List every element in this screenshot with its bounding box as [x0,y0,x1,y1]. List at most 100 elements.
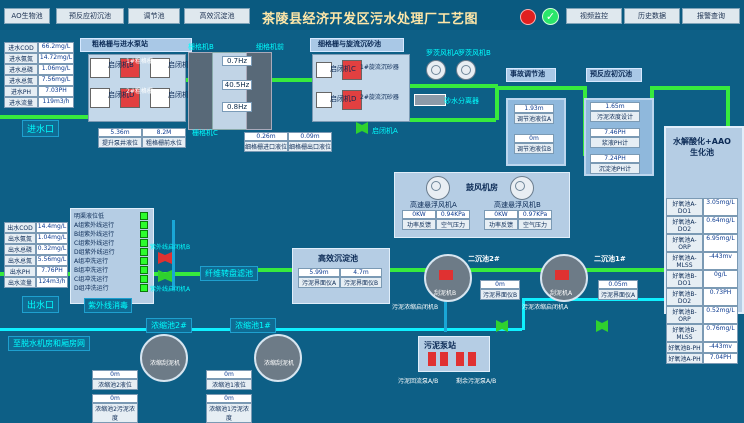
thickener-1[interactable] [254,334,302,382]
thickener-2[interactable] [140,334,188,382]
pump-icon[interactable] [456,352,464,366]
tab-alarm[interactable]: 报警查询 [682,8,740,24]
outlet-tag: 出水总磷 [4,244,36,255]
tab-history[interactable]: 历史数据 [624,8,680,24]
pump-icon[interactable] [150,88,170,108]
adjust-metrics: 1.93m 调节池液位A 0m 调节池液位B [514,104,554,154]
fine-grid-title: 细格栅与旋流沉砂池 [318,40,381,48]
metric-label: 污泥浓度设计 [590,111,640,122]
uv-valve-icon[interactable] [158,270,172,284]
ok-icon[interactable]: ✓ [542,8,559,25]
metric-value: 0m [514,134,554,143]
pump-icon[interactable] [150,58,170,78]
uv-status: C组冲洗运行 [74,276,109,283]
status-dot [140,248,148,256]
uv-status: A组冲洗运行 [74,258,109,265]
fan-icon[interactable] [426,60,446,80]
metric-value: 5.99m [298,268,340,277]
pump-icon[interactable] [90,88,110,108]
sand-icon[interactable] [342,90,362,110]
pump-label: 启闭机B [108,61,134,69]
tab-pre-react[interactable]: 预反应初沉池 [56,8,124,24]
pump-icon[interactable] [428,352,436,366]
metric-label: 提升泵井液位 [98,137,142,148]
valve-icon[interactable] [496,320,508,334]
alarm-icon[interactable] [520,9,536,25]
reuse-pipe-v [522,298,525,330]
sludge-pump-label: 污泥回流泵A/B [398,378,439,385]
grid-icon[interactable] [120,88,140,108]
grid-machine[interactable] [188,52,214,130]
grid-icon[interactable] [120,58,140,78]
metric-label: 细格栅出口液位 [288,141,332,152]
metric-value: 6.95mg/L [702,234,738,252]
metric-value: 0.97KPa [518,210,552,219]
metric-value: 0.76mg/L [702,324,738,342]
metric-label: 好氧池B-DO2 [666,288,703,306]
pipe-top [495,86,585,90]
metric-label: 好氧池B-ORP [666,306,703,324]
outlet-tag: 出水PH [4,266,36,277]
uv-status: 明渠液位低 [74,213,105,220]
sludge-pipe [444,292,447,332]
pump-icon[interactable] [90,58,110,78]
status-dot [140,221,148,229]
machine-label: 栅格机C [192,129,218,137]
sludge-pump-label: 剩余污泥泵A/B [456,378,497,385]
metric-label: 污泥界面仪B [340,277,382,288]
thick2-metrics: 0m 浓缩池2液位 0m 浓缩池2污泥浓度 [92,370,138,423]
uv-valve-label: 紫外线启闭机B [150,244,191,251]
metric-label: 好氧池A-DO2 [666,216,703,234]
pump-icon[interactable] [316,92,332,108]
thick1-metrics: 0m 浓缩池1液位 0m 浓缩池1污泥浓度 [206,370,252,423]
pipe-fine [246,78,312,82]
pump-icon[interactable] [316,62,332,78]
metric-value: 0.64mg/L [702,216,738,234]
tab-hep[interactable]: 高效沉淀池 [184,8,250,24]
pump-icon[interactable] [440,352,448,366]
tab-video[interactable]: 视频监控 [566,8,622,24]
blower-icon[interactable] [510,176,534,200]
outlet-value: 124m3/h [36,277,68,288]
metric-value: 7.04PH [702,353,738,364]
metric-label: 好氧池A-ORP [666,234,703,252]
freq-value: 0.7Hz [222,56,252,66]
uv-status: C组紫外线运行 [74,240,115,247]
pump-label: 启闭机C [168,91,194,99]
sluice-icon[interactable] [356,122,368,136]
metric-value: 7.24PH [590,154,640,163]
bridge-label: 刮泥机B [434,290,457,297]
status-dot [140,212,148,220]
pre-react-header [586,68,642,82]
sludge-pump-title: 污泥泵站 [424,341,456,350]
metric-value: 0m [92,394,138,403]
tab-ao[interactable]: AO生物池 [4,8,50,24]
tab-adjust[interactable]: 调节池 [128,8,180,24]
sand-icon[interactable] [342,60,362,80]
fan-icon[interactable] [456,60,476,80]
inlet-value: 66.2mg/L [38,42,74,53]
metric-value: -443mv [702,252,738,270]
inlet-tag: 进水COD [4,42,38,53]
valve-icon[interactable] [596,320,608,334]
sand-separator-icon[interactable] [414,94,446,106]
sand-separator-label: 砂水分离器 [444,97,479,105]
metric-value: 0.73PH [702,288,738,306]
pump-label: 启闭机D [330,95,357,103]
grid-label: 2#粗格栅 [126,88,153,95]
metric-label: 污泥界面仪A [598,289,638,300]
blower-icon[interactable] [426,176,450,200]
metric-value: 0KW [402,210,436,219]
reuse-pipe-h [522,298,667,301]
metric-value: -443mv [702,342,738,353]
fan-label: 罗茨风机A [426,49,459,57]
pump-icon[interactable] [468,352,476,366]
inlet-value: 1.06mg/L [38,64,74,75]
outlet-tag: 出水氨氮 [4,233,36,244]
metric-label: 好氧池B-MLSS [666,324,703,342]
uv-valve-icon[interactable] [158,252,172,266]
